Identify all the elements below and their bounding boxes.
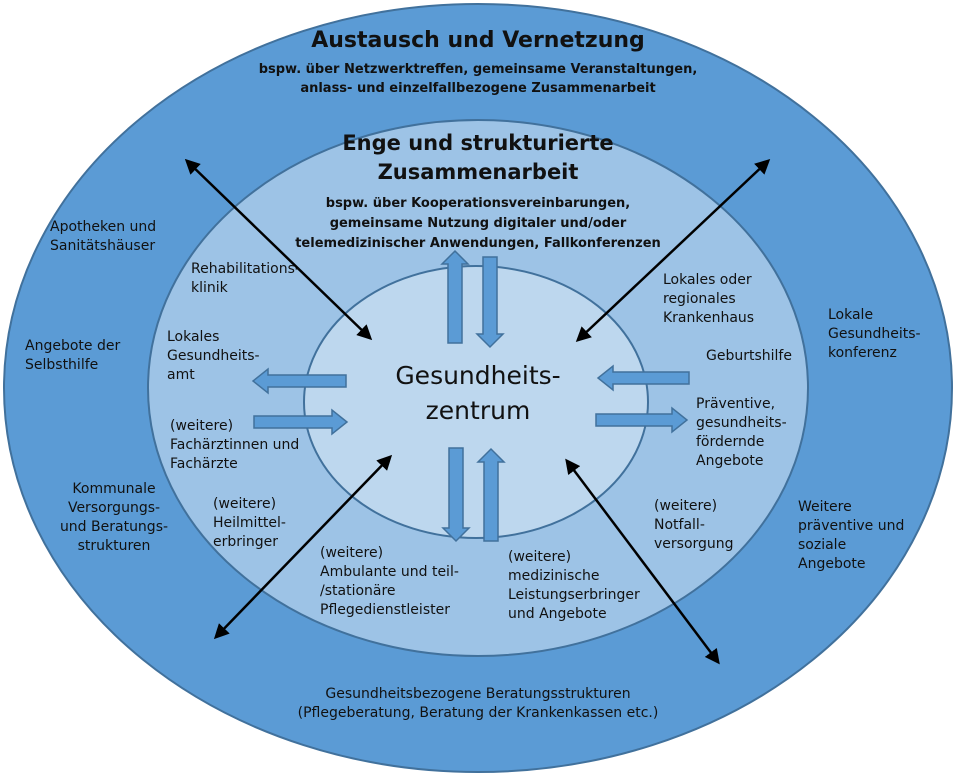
connector-arrow-top-right (575, 158, 771, 343)
label-praeventive: Präventive, gesundheits- fördernde Angeb… (696, 396, 787, 469)
label-medizinische: (weitere) medizinische Leistungserbringe… (508, 549, 640, 622)
outer-subtitle: bspw. über Netzwerktreffen, gemeinsame V… (258, 62, 698, 96)
block-arrow-right-in (596, 364, 690, 392)
label-gesundheitsamt: Lokales Gesundheits- amt (167, 329, 260, 383)
connector-arrow-bottom-right (565, 458, 720, 665)
label-weitere-praeventive: Weitere präventive und soziale Angebote (798, 499, 905, 572)
label-krankenhaus: Lokales oder regionales Krankenhaus (663, 272, 755, 326)
label-pflege: (weitere) Ambulante und teil- /stationär… (320, 545, 459, 618)
block-arrow-left-out (251, 367, 347, 395)
label-apotheken: Apotheken und Sanitätshäuser (50, 219, 157, 254)
block-arrow-bottom-down (441, 447, 471, 543)
connector-arrow-bottom-left (213, 454, 393, 640)
connector-arrow-top-left (184, 158, 373, 341)
label-reha: Rehabilitations- klinik (191, 261, 300, 296)
center-title: Gesundheits- zentrum (395, 361, 561, 425)
label-fachaerzte: (weitere) Fachärztinnen und Fachärzte (170, 418, 300, 472)
inner-subtitle: bspw. über Kooperationsvereinbarungen, g… (295, 196, 661, 251)
label-heilmittel: (weitere) Heilmittel- erbringer (213, 496, 286, 550)
inner-title: Enge und strukturierte Zusammenarbeit (342, 131, 614, 184)
block-arrow-bottom-up (476, 447, 506, 542)
block-arrow-top-down (475, 256, 505, 349)
label-geburtshilfe: Geburtshilfe (706, 348, 792, 364)
outer-title: Austausch und Vernetzung (311, 28, 645, 53)
label-gesundheitskonferenz: Lokale Gesundheits- konferenz (828, 307, 921, 361)
block-arrow-left-in (253, 408, 349, 436)
block-arrow-top-up (440, 249, 470, 344)
label-beratungsstrukturen: Gesundheitsbezogene Beratungsstrukturen … (297, 686, 659, 721)
connector-arrows (184, 158, 771, 665)
block-arrows (251, 249, 690, 543)
label-notfall: (weitere) Notfall- versorgung (654, 498, 734, 552)
label-selbsthilfe: Angebote der Selbsthilfe (25, 338, 121, 373)
block-arrow-right-out (595, 406, 689, 434)
label-kommunale: Kommunale Versorgungs- und Beratungs- st… (59, 481, 169, 554)
